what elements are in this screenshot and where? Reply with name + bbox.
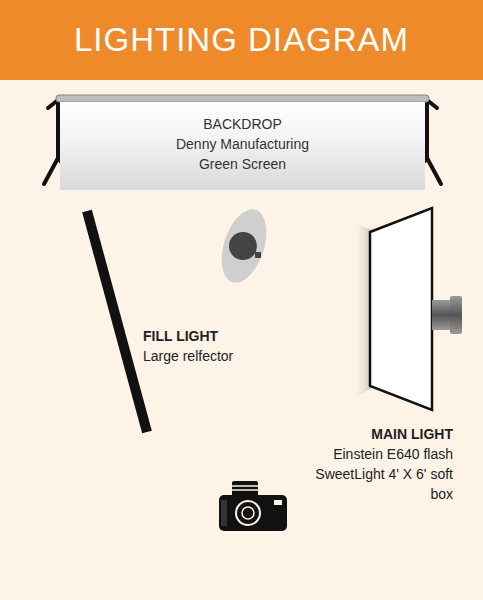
softbox-mount xyxy=(432,300,450,330)
light-description: Einstein E640 flash SweetLight 4' X 6' s… xyxy=(315,444,453,504)
node-heading: BACKDROP xyxy=(60,114,425,134)
title: LIGHTING DIAGRAM xyxy=(0,0,483,80)
node-body: Denny Manufacturing Green Screen xyxy=(163,134,323,174)
flash-head xyxy=(450,296,462,334)
softbox xyxy=(370,208,432,410)
camera xyxy=(219,481,287,531)
light-label: MAIN LIGHT xyxy=(371,424,453,444)
light-label: FILL LIGHT xyxy=(143,326,218,346)
light-description: Large relfector xyxy=(143,346,233,366)
backdrop-roll xyxy=(56,95,429,102)
reflector xyxy=(87,211,147,432)
subject xyxy=(229,232,257,260)
subject-nose xyxy=(255,252,261,258)
subject-shadow xyxy=(213,204,275,289)
backdrop-screen: BACKDROPDenny Manufacturing Green Screen xyxy=(60,102,425,190)
